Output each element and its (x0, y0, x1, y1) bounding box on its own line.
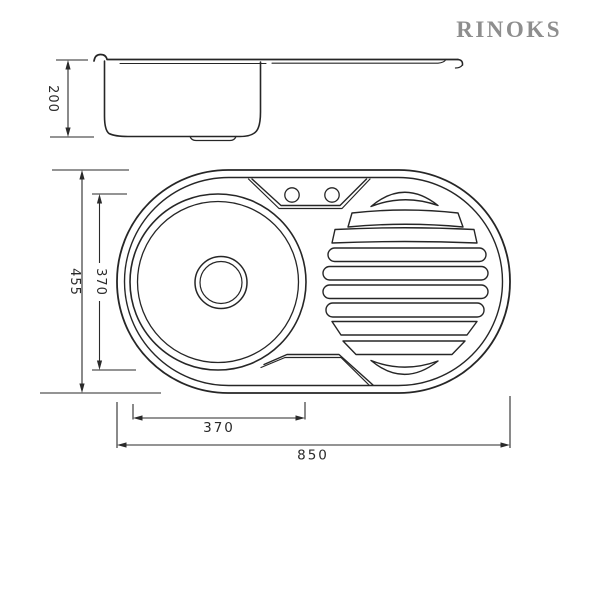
tap-deck-edge-inner (247, 178, 371, 210)
rim-profile-line (93, 53, 459, 62)
top-view (116, 169, 511, 394)
arrow-up (79, 170, 85, 180)
arrow-up (65, 60, 71, 70)
arrow-up (96, 194, 103, 204)
rim-right-hook (457, 58, 464, 66)
arrow-left (117, 442, 127, 448)
dimensions: 200 455 370 370 850 (40, 59, 511, 464)
arrow-left (133, 415, 143, 421)
drain-inner-circle (199, 260, 243, 305)
dimension-labels: 200 455 370 370 850 (45, 85, 329, 464)
drainer-rib-4 (327, 247, 487, 263)
dim-bowl-width-label: 370 (203, 420, 235, 436)
bowl-inner-circle (136, 200, 300, 364)
drain-outer-circle (194, 255, 248, 310)
side-view (93, 53, 464, 142)
tap-hole-right (324, 187, 340, 203)
drainer-rib-10 (370, 359, 439, 375)
dim-overall-width (40, 169, 161, 394)
dim-depth (50, 59, 94, 138)
arrowheads (65, 60, 510, 448)
drainer-rib-9 (342, 340, 466, 356)
dim-bowl-height-label: 370 (93, 268, 108, 296)
bowl-profile (103, 60, 262, 138)
bowl-outer-circle (129, 193, 307, 371)
dim-overall-length (116, 396, 511, 448)
drainer-rib-6 (322, 284, 489, 300)
drainer-rib-2 (347, 209, 464, 228)
rim-right-curl (454, 64, 464, 69)
arrow-down (96, 360, 103, 370)
drainer-rib-7 (325, 302, 485, 318)
dim-depth-label: 200 (45, 85, 60, 113)
arrow-down (65, 127, 71, 137)
drain-boss-profile (189, 135, 237, 142)
drainer-rib-1 (370, 191, 439, 208)
dim-overall-width-label: 455 (67, 268, 82, 296)
drainer-ribs (322, 191, 489, 375)
sink-outline-outer (116, 169, 511, 394)
drainer-rib-8 (331, 320, 478, 336)
sink-outline-inner (123, 176, 504, 387)
drainer-rib-3 (331, 227, 478, 244)
bottom-deck-edge-inner (260, 356, 370, 386)
tap-hole-left (284, 187, 300, 203)
arrow-right (500, 442, 510, 448)
dim-bowl-width (132, 402, 306, 420)
arrow-right (295, 415, 305, 421)
drainer-rib-5 (322, 265, 489, 281)
label-gap (92, 263, 107, 301)
brand-logo: RINOKS (456, 17, 562, 42)
rim-inner-line (119, 58, 447, 65)
arrow-down (79, 383, 85, 393)
dim-overall-length-label: 850 (297, 448, 329, 464)
bottom-deck-edge-outer (263, 353, 374, 386)
tap-deck-edge-outer (251, 178, 368, 207)
